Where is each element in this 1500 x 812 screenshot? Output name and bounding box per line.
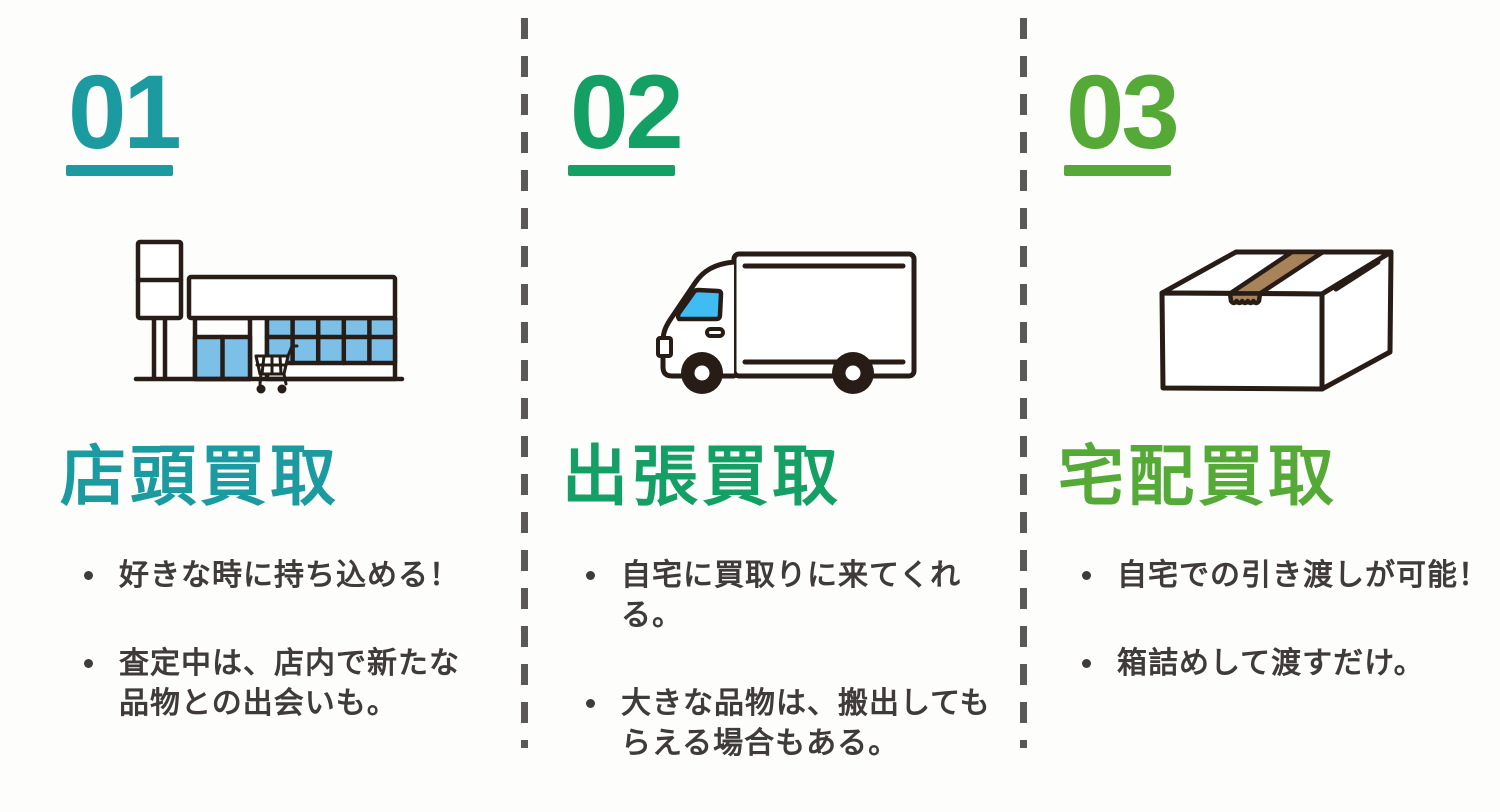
bullet-text: 好きな時に持ち込める！ — [119, 559, 460, 592]
column-visiting-buyback: 02 出張買取 自宅に買取りに来てくれる。 大きな品物は、搬 — [562, 0, 1007, 766]
list-item: 査定中は、店内で新たな 品物との出会いも。 — [84, 644, 496, 724]
packing-tape — [1227, 249, 1326, 306]
dashed-divider — [521, 18, 528, 748]
bullet-dot — [1082, 659, 1091, 668]
list-item: 自宅での引き渡しが可能！ — [1082, 556, 1494, 596]
list-item: 大きな品物は、搬出しても らえる場合もある。 — [586, 684, 998, 764]
buyback-methods-infographic: { "page": { "background": "#fdfdfc", "di… — [60, 0, 1500, 766]
list-item: 好きな時に持ち込める！ — [84, 556, 496, 596]
bullet-text: 査定中は、店内で新たな 品物との出会いも。 — [119, 647, 460, 720]
method-title: 出張買取 — [562, 439, 842, 513]
bullet-dot — [84, 571, 93, 580]
bullet-list: 好きな時に持ち込める！ 査定中は、店内で新たな 品物との出会いも。 — [84, 556, 496, 772]
bullet-text: 箱詰めして渡すだけ。 — [1117, 647, 1425, 680]
shopping-cart-icon — [254, 344, 299, 386]
bullet-text: 自宅に買取りに来てくれる。 — [621, 559, 962, 632]
number-underline — [66, 165, 173, 176]
column-delivery-buyback: 03 宅配買取 自宅での引き渡しが可能！ 箱詰めして渡すだけ。 — [1058, 0, 1500, 766]
step-number: 03 — [1066, 54, 1180, 171]
bullet-dot — [1082, 571, 1091, 580]
method-title: 宅配買取 — [1058, 439, 1338, 513]
column-store-buyback: 01 — [60, 0, 505, 766]
bullet-text: 大きな品物は、搬出しても らえる場合もある。 — [621, 687, 991, 760]
step-number: 02 — [570, 54, 684, 171]
step-number: 01 — [68, 54, 182, 171]
storefront-icon — [133, 238, 405, 398]
bullet-text: 自宅での引き渡しが可能！ — [1117, 559, 1489, 592]
bullet-list: 自宅に買取りに来てくれる。 大きな品物は、搬出しても らえる場合もある。 — [586, 556, 998, 812]
list-item: 自宅に買取りに来てくれる。 — [586, 556, 998, 636]
box-icon — [1155, 248, 1395, 398]
bullet-dot — [586, 699, 595, 708]
number-underline — [1064, 165, 1171, 176]
bullet-dot — [84, 659, 93, 668]
number-underline — [568, 165, 675, 176]
list-item: 箱詰めして渡すだけ。 — [1082, 644, 1494, 684]
dashed-divider — [1020, 18, 1027, 748]
truck-icon — [650, 250, 920, 400]
bullet-list: 自宅での引き渡しが可能！ 箱詰めして渡すだけ。 — [1082, 556, 1494, 732]
method-title: 店頭買取 — [60, 439, 340, 513]
bullet-dot — [586, 571, 595, 580]
